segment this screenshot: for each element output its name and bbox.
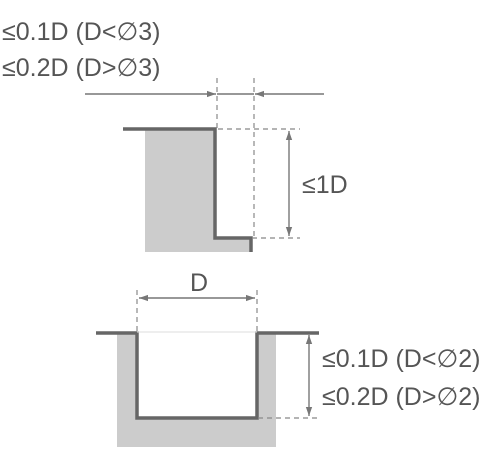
top-width-tolerance-line1: ≤0.1D (D<∅3): [2, 18, 160, 46]
top-depth-tolerance: ≤1D: [302, 171, 348, 199]
bottom-diameter-label: D: [190, 269, 208, 297]
bottom-material-fill: [117, 333, 276, 447]
bottom-depth-tolerance-line2: ≤0.2D (D>∅2): [322, 383, 480, 411]
top-width-tolerance-line2: ≤0.2D (D>∅3): [2, 54, 160, 82]
bottom-detail: D ≤0.1D (D<∅2) ≤0.2D (D>∅2): [96, 269, 480, 447]
top-profile-outline: [123, 127, 253, 252]
top-detail: ≤0.1D (D<∅3) ≤0.2D (D>∅3) ≤1D: [2, 18, 348, 252]
bottom-profile-outline: [96, 331, 319, 420]
top-material-fill: [145, 129, 251, 252]
bottom-depth-tolerance-line1: ≤0.1D (D<∅2): [322, 345, 480, 373]
